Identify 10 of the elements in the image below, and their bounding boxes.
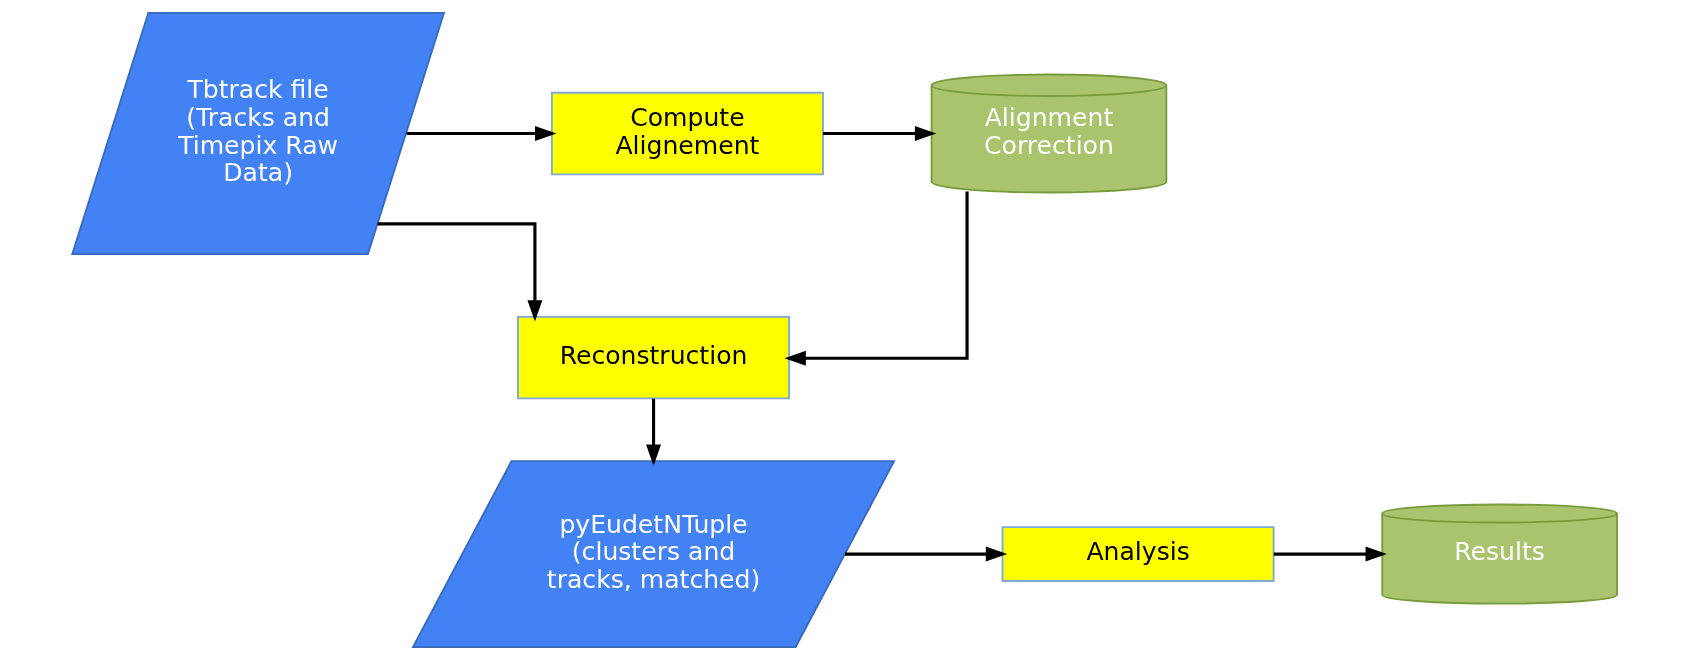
arrow xyxy=(405,126,556,142)
node-box: Analysis xyxy=(1001,526,1275,582)
node-box: Compute Alignement xyxy=(550,91,824,176)
arrow xyxy=(645,398,661,466)
arrow xyxy=(844,546,1007,562)
arrow xyxy=(377,222,542,322)
node-box: Reconstruction xyxy=(516,315,790,400)
arrow xyxy=(822,126,936,142)
arrow xyxy=(1273,546,1387,562)
arrow xyxy=(784,191,969,366)
